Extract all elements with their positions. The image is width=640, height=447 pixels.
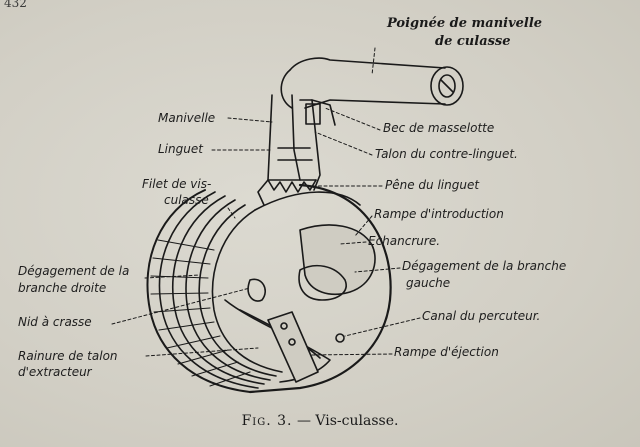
label-degagement-droite-line2: branche droite	[18, 281, 107, 295]
leader-lines	[111, 47, 421, 357]
crank-arm	[257, 94, 336, 206]
label-filet-line1: Filet de vis-	[142, 177, 212, 191]
label-manivelle: Manivelle	[158, 111, 216, 125]
label-degagement-gauche-line1: Dégagement de la branche	[402, 259, 567, 273]
label-degagement-gauche-line2: gauche	[406, 276, 451, 290]
label-linguet: Linguet	[158, 142, 203, 156]
label-filet-line2: culasse	[164, 193, 209, 207]
label-talon-contre-linguet: Talon du contre-linguet.	[375, 147, 518, 161]
thread-body	[146, 189, 283, 393]
figure-caption: Fig. 3. — Vis-culasse.	[0, 413, 640, 429]
label-nid-crasse: Nid à crasse	[18, 315, 92, 329]
label-canal-percuteur: Canal du percuteur.	[422, 309, 541, 323]
caption-dash: —	[296, 413, 311, 429]
label-poignee-line1: Poignée de manivelle	[387, 16, 543, 31]
label-degagement-droite-line1: Dégagement de la	[18, 264, 130, 278]
label-bec-masselotte: Bec de masselotte	[383, 121, 495, 135]
label-pene-linguet: Pêne du linguet	[385, 178, 480, 192]
caption-title: Vis-culasse.	[315, 413, 399, 429]
label-echancrure: Echancrure.	[368, 234, 441, 248]
crank-handle	[280, 57, 464, 109]
label-poignee-line2: de culasse	[435, 34, 511, 49]
page-number: 432	[4, 0, 27, 10]
disc-face	[224, 183, 392, 394]
label-rainure-line2: d'extracteur	[18, 365, 92, 379]
label-rampe-ejection: Rampe d'éjection	[394, 345, 499, 359]
label-rampe-introduction: Rampe d'introduction	[374, 207, 504, 221]
label-rainure-line1: Rainure de talon	[18, 349, 118, 363]
caption-fig-label: Fig. 3.	[241, 413, 293, 429]
